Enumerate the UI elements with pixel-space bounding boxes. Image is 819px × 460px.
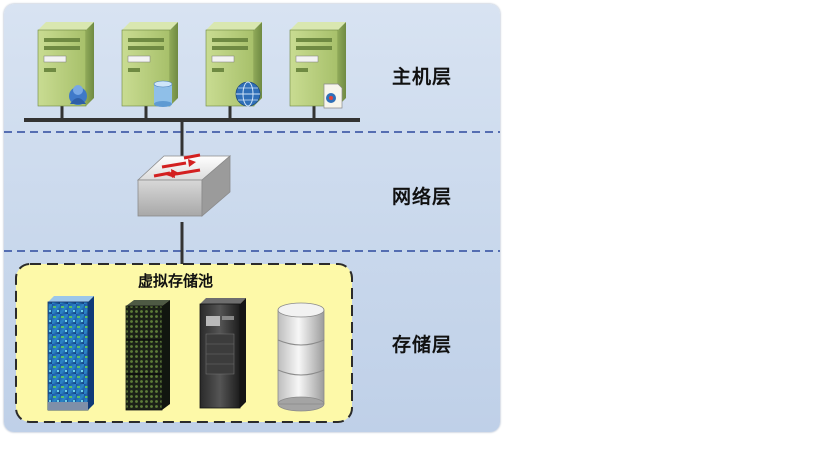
server-document-icon bbox=[289, 22, 346, 109]
storage-pool-title: 虚拟存储池 bbox=[138, 272, 214, 290]
server-user-icon bbox=[37, 22, 94, 107]
disk-array-dark-icon bbox=[125, 300, 170, 411]
server-globe-icon bbox=[205, 22, 262, 107]
storage-layer-label: 存储层 bbox=[392, 334, 453, 356]
diagram-canvas bbox=[4, 22, 500, 423]
server-database-icon bbox=[121, 22, 178, 107]
storage-cylinder-icon bbox=[277, 302, 325, 412]
switch-icon bbox=[136, 153, 232, 217]
disk-array-blue-icon bbox=[47, 296, 94, 411]
storage-pool-box bbox=[15, 263, 353, 423]
host-layer-label: 主机层 bbox=[392, 66, 453, 88]
network-layer-label: 网络层 bbox=[392, 186, 453, 208]
tape-library-icon bbox=[199, 298, 246, 409]
architecture-diagram-panel: 主机层 网络层 存储层 虚拟存储池 bbox=[4, 4, 500, 432]
